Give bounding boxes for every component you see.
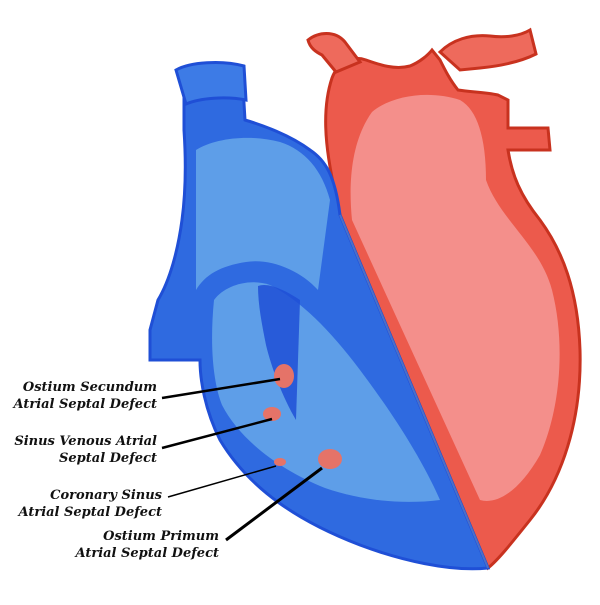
label-line: Atrial Septal Defect — [13, 397, 157, 412]
superior-vena-cava — [174, 61, 248, 107]
pointer-coronary-sinus — [167, 465, 277, 498]
defect-coronary-sinus — [274, 458, 286, 466]
label-sinus-venous: Sinus Venous Atrial Septal Defect — [14, 433, 157, 467]
defect-sinus-venous — [263, 407, 281, 421]
septal-divide-line — [339, 214, 489, 569]
left-heart-chamber — [350, 94, 560, 501]
pointer-ostium-primum — [225, 466, 323, 542]
septum-shading — [258, 284, 300, 420]
label-ostium-secundum: Ostium Secundum Atrial Septal Defect — [13, 379, 157, 413]
label-line: Septal Defect — [59, 451, 157, 466]
label-ostium-primum: Ostium Primum Atrial Septal Defect — [75, 528, 219, 562]
pointer-ostium-secundum — [161, 377, 281, 400]
defect-ostium-secundum — [274, 364, 294, 388]
label-line: Ostium Secundum — [22, 380, 157, 395]
defect-ostium-primum — [318, 449, 342, 469]
label-line: Coronary Sinus — [50, 488, 162, 503]
label-line: Ostium Primum — [103, 529, 219, 544]
pointer-sinus-venous — [161, 417, 273, 450]
label-line: Atrial Septal Defect — [75, 546, 219, 561]
label-coronary-sinus: Coronary Sinus Atrial Septal Defect — [18, 487, 162, 521]
aorta-tube-left — [306, 32, 363, 74]
label-line: Atrial Septal Defect — [18, 505, 162, 520]
label-line: Sinus Venous Atrial — [14, 434, 157, 449]
right-atrium — [196, 137, 330, 290]
aorta-tube-right — [437, 27, 538, 72]
